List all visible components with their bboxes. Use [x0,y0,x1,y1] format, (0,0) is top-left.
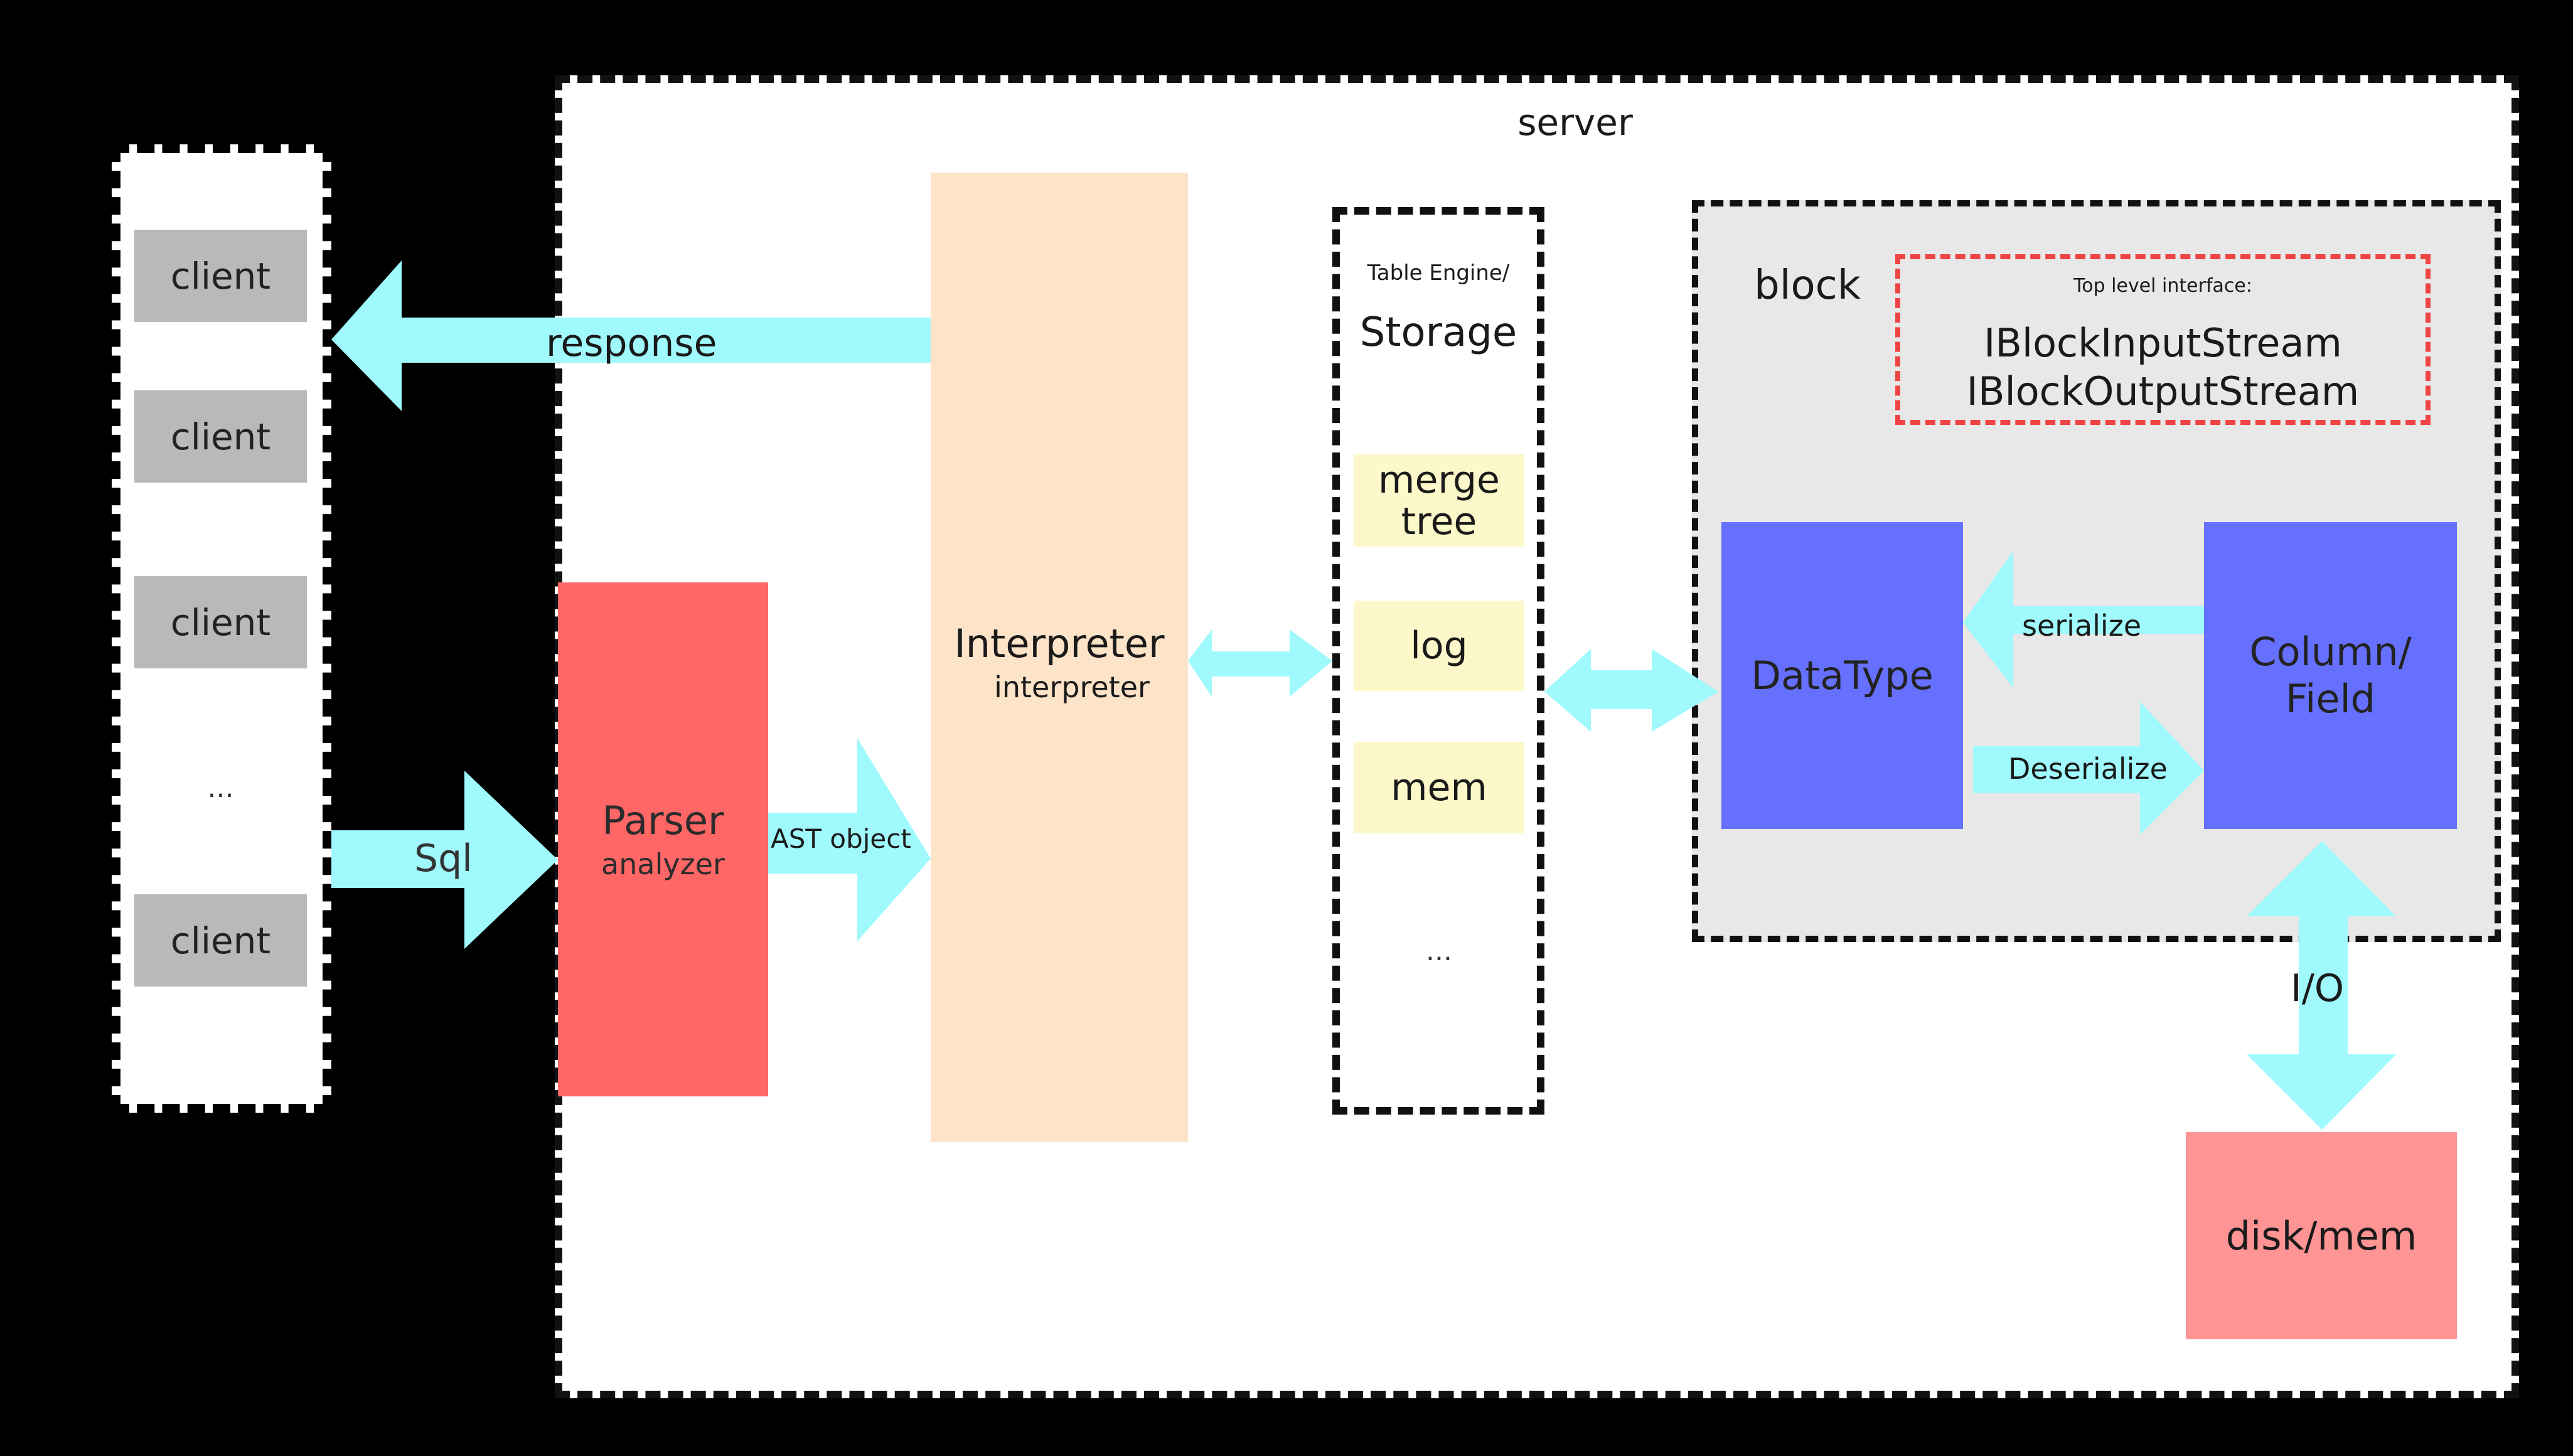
storage-label-small: Table Engine/ [1367,260,1510,286]
storage-block-arrow-icon [1544,649,1718,732]
storage-item-mem: mem [1354,742,1524,833]
io-arrow-icon [2247,841,2396,1130]
interpreter-label: Interpreter interpreter [931,609,1188,715]
server-title: server [1517,101,1633,144]
interface-names: IBlockInputStream IBlockOutputStream [1895,317,2431,417]
block-title: block [1754,262,1861,309]
response-label: response [546,321,717,365]
interface-frame [1895,254,2431,425]
column-label: Column/ [2249,629,2412,675]
io-label: I/O [2291,966,2345,1010]
ast-object-label: AST object [771,823,911,854]
ast-arrow-icon [768,738,931,941]
storage-ellipsis: ... [1426,934,1452,967]
interface-output-stream: IBlockOutputStream [1966,368,2360,414]
disk-mem-box: disk/mem [2186,1132,2457,1339]
parser-title: Parser [602,798,724,843]
storage-title: Storage [1359,309,1517,356]
client-box: client [134,390,307,483]
interface-input-stream: IBlockInputStream [1984,319,2342,366]
deserialize-arrow-icon [1973,702,2204,835]
client-box: client [134,576,307,668]
sql-arrow-icon [331,771,558,949]
storage-item-log: log [1354,601,1524,691]
interpreter-box [931,173,1188,1142]
storage-item-merge-tree: merge tree [1354,454,1524,547]
interpreter-subtitle: interpreter [994,670,1150,704]
field-label: Field [2285,675,2376,722]
parser-box: Parser analyzer [558,582,768,1096]
response-arrow-icon [331,260,931,411]
datatype-box: DataType [1721,522,1963,829]
client-box: client [134,894,307,987]
serialize-arrow-icon [1963,551,2204,688]
serialize-label: serialize [2022,609,2142,643]
interpreter-storage-arrow-icon [1188,629,1332,697]
clients-ellipsis: ... [207,771,234,804]
interpreter-title: Interpreter [954,620,1165,666]
column-field-box: Column/ Field [2204,522,2457,829]
client-box: client [134,230,307,322]
parser-subtitle: analyzer [601,847,725,881]
sql-label: Sql [414,837,473,881]
interface-label: Top level interface: [2073,274,2252,297]
deserialize-label: Deserialize [2008,752,2168,786]
